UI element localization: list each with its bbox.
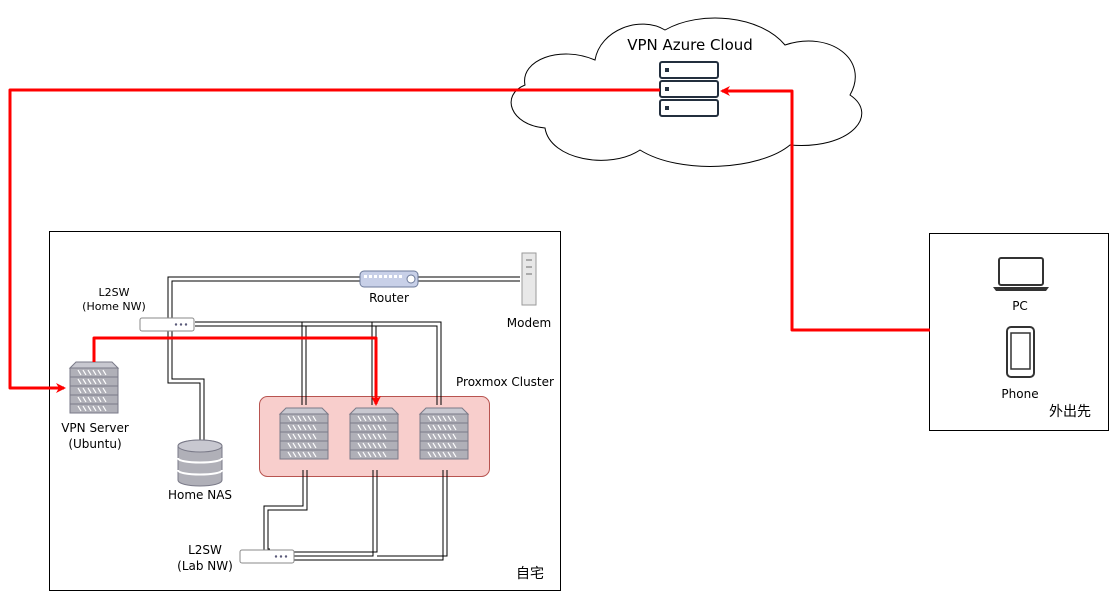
pc-label: PC <box>1012 299 1028 313</box>
proxmox-server-3-icon <box>419 407 469 460</box>
phone-label: Phone <box>1001 387 1038 401</box>
vpn-server-icon <box>69 361 119 414</box>
cloud-server-icon <box>659 61 719 117</box>
vpn-paths <box>8 86 930 406</box>
laptop-icon <box>993 257 1049 291</box>
nas-icon <box>177 439 223 487</box>
l2sw-home-icon <box>139 317 195 332</box>
proxmox-server-2-icon <box>349 407 399 460</box>
proxmox-cluster-label: Proxmox Cluster <box>456 375 554 389</box>
phone-icon <box>1006 326 1035 378</box>
l2sw-home-label-line1: L2SW <box>99 286 130 299</box>
proxmox-server-1-icon <box>279 407 329 460</box>
vpn-server-label-line2: (Ubuntu) <box>68 437 121 451</box>
l2sw-lab-label-line1: L2SW <box>188 543 222 557</box>
vpn-server-label-line1: VPN Server <box>61 421 129 435</box>
l2sw-lab-icon <box>239 549 295 564</box>
vpn-server-to-cluster-path <box>92 336 381 406</box>
l2sw-home-label-line2: (Home NW) <box>82 300 146 313</box>
l2sw-lab-label-line2: (Lab NW) <box>177 559 233 573</box>
nas-label: Home NAS <box>168 488 232 502</box>
remote-to-cloud-path <box>720 86 930 332</box>
modem-label: Modem <box>507 316 551 330</box>
home-area-label: 自宅 <box>516 566 544 582</box>
remote-area <box>929 233 1109 431</box>
remote-area-label: 外出先 <box>1049 404 1091 420</box>
cloud-label: VPN Azure Cloud <box>627 36 753 54</box>
cloud-to-vpn-server-path <box>8 88 660 393</box>
router-icon <box>359 270 419 288</box>
modem-icon <box>521 252 537 306</box>
router-label: Router <box>369 291 409 305</box>
